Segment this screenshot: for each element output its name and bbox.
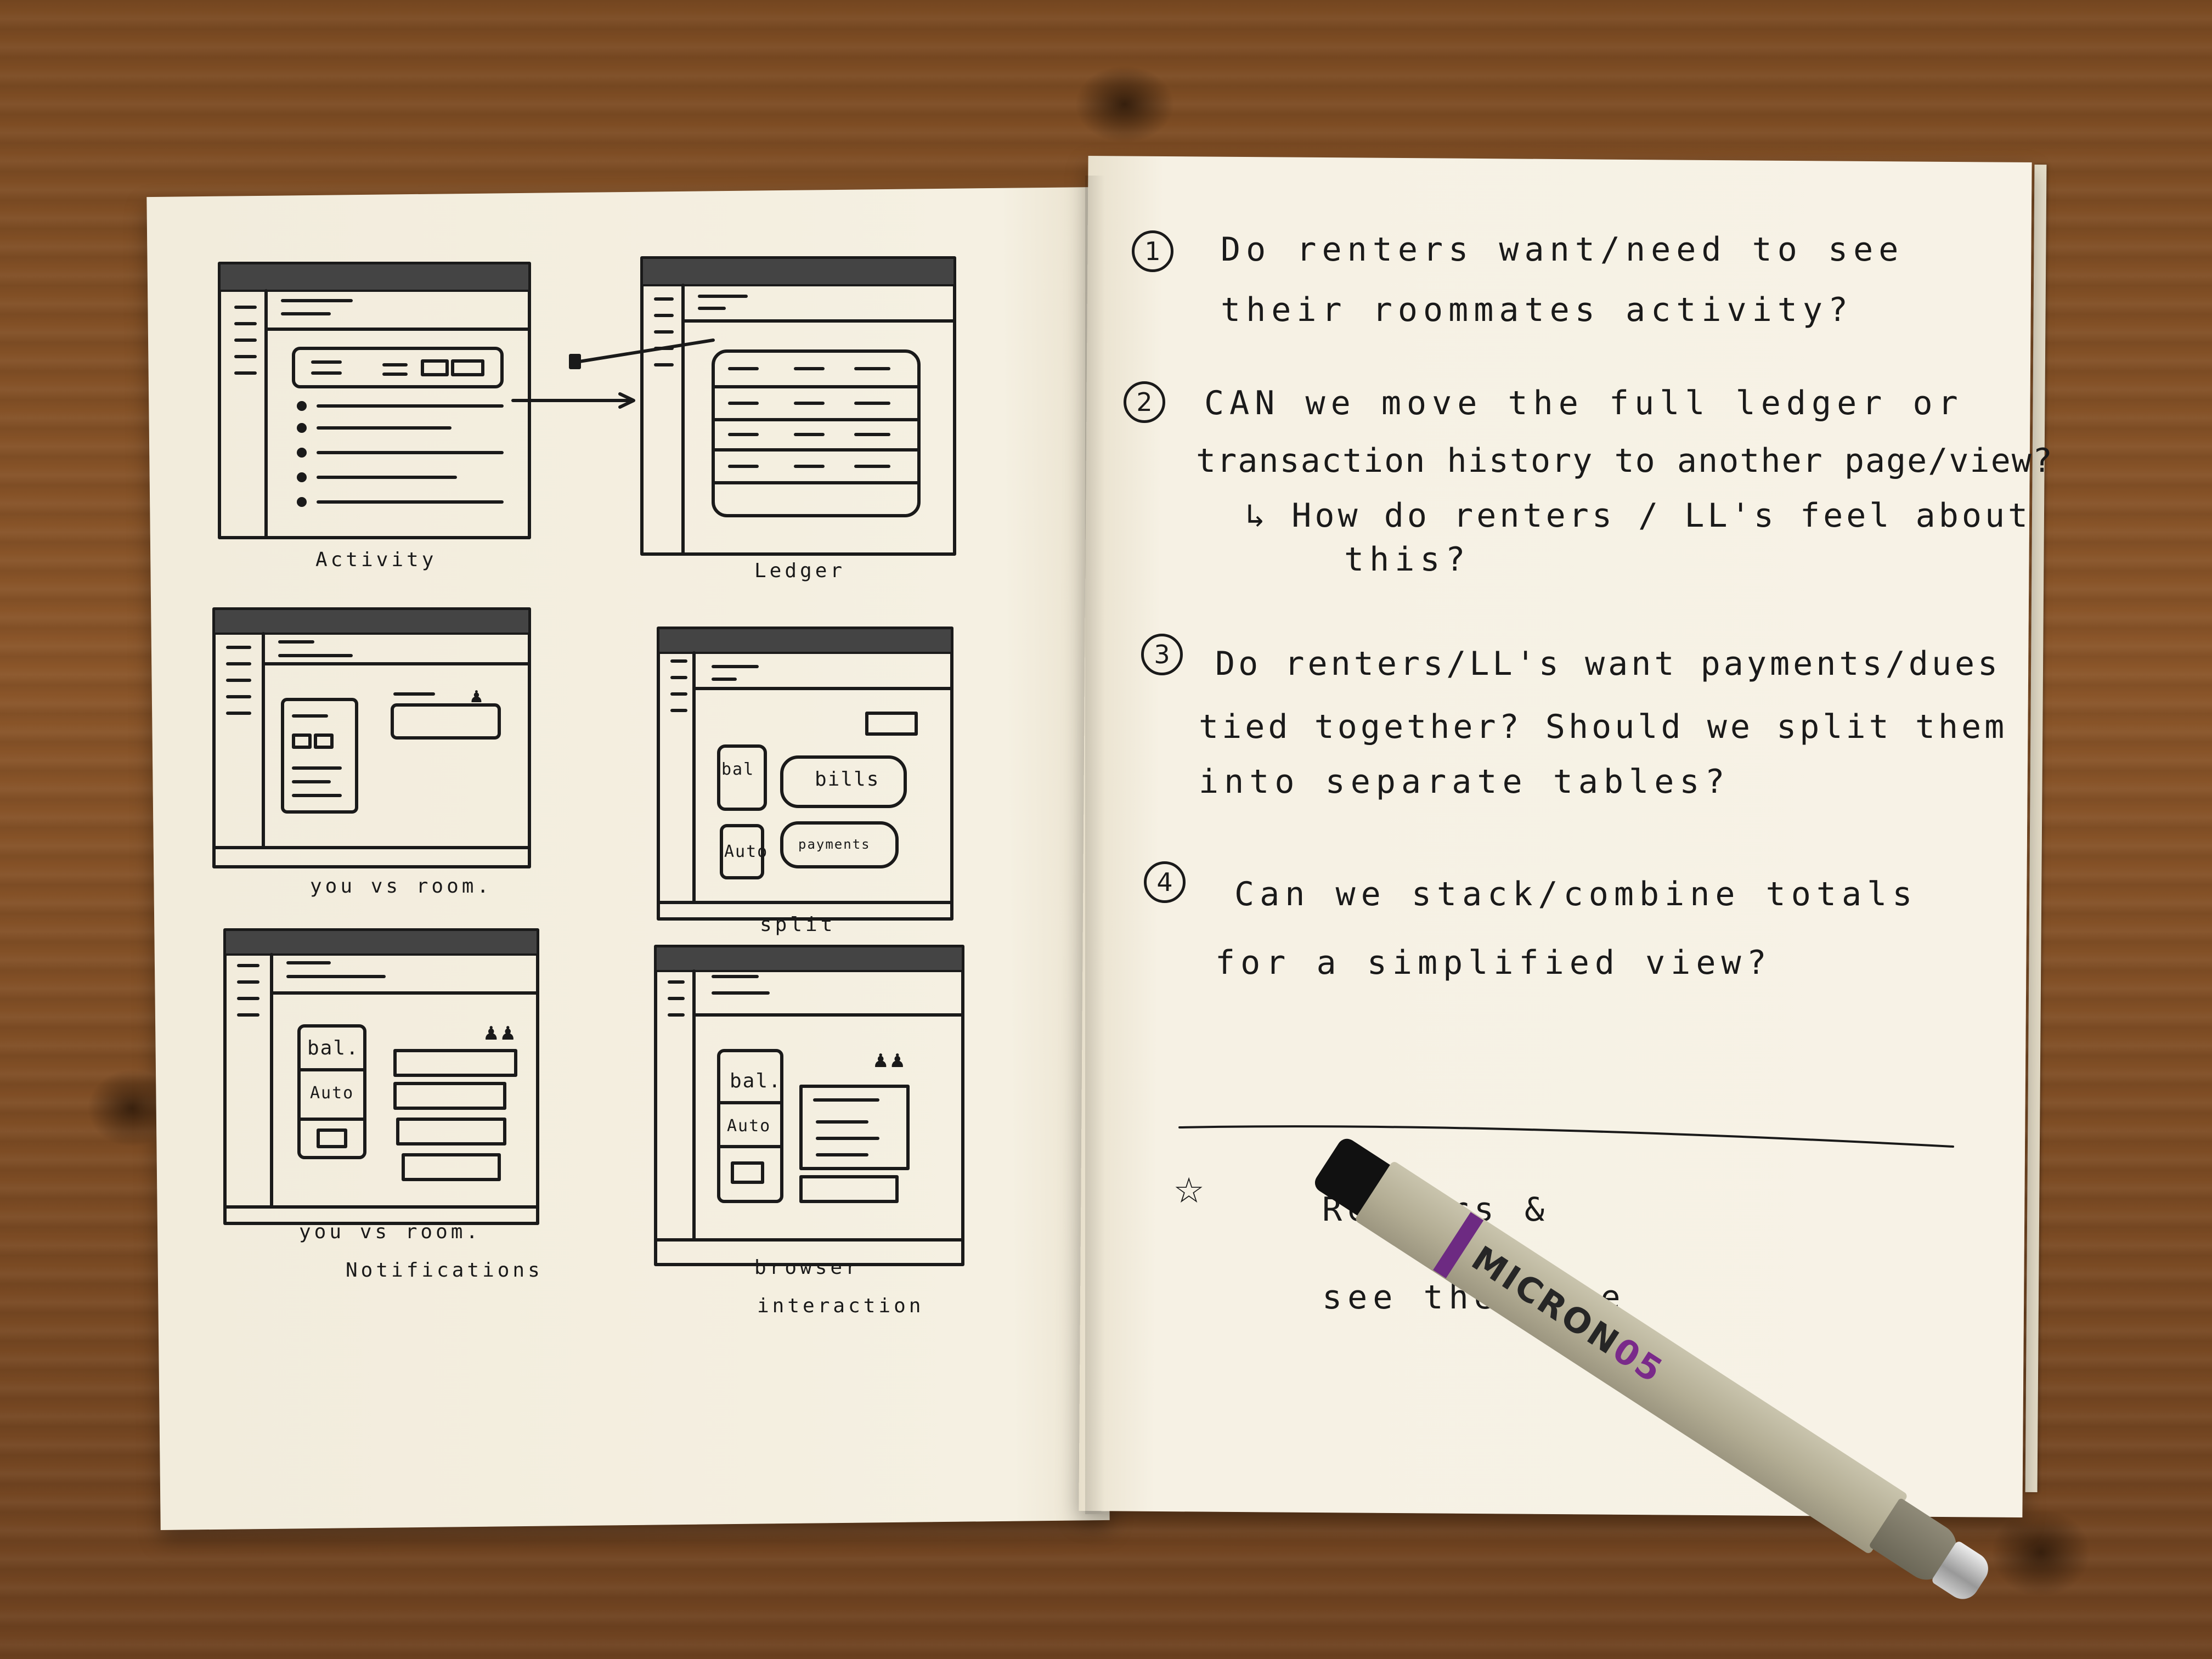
caption-ledger: Ledger bbox=[754, 560, 846, 582]
sketch-browser-bal: bal. bbox=[730, 1070, 782, 1092]
note-4-line-1: Can we stack/combine totals bbox=[1234, 875, 1918, 913]
sketch-split-payments: payments bbox=[798, 837, 871, 852]
note-2-line-2: transaction history to another page/view… bbox=[1196, 442, 2054, 480]
sketch-notif-auto: Auto bbox=[310, 1084, 354, 1103]
note-1-line-1: Do renters want/need to see bbox=[1221, 230, 1904, 269]
caption-browser-2: interaction bbox=[757, 1295, 924, 1317]
caption-notifications-1: you vs room. bbox=[299, 1221, 482, 1243]
sketch-split-bal: bal bbox=[721, 760, 755, 779]
note-number-1: 1 bbox=[1132, 230, 1173, 272]
sketch-split bbox=[657, 627, 953, 921]
caption-you-vs-room: you vs room. bbox=[310, 875, 493, 898]
notebook-gutter bbox=[1085, 176, 1105, 1514]
note-2-line-3: ↳ How do renters / LL's feel about bbox=[1245, 496, 2032, 535]
caption-notifications-2: Notifications bbox=[346, 1259, 543, 1282]
note-3-line-2: tied together? Should we split them bbox=[1199, 708, 2008, 746]
svg-text:♟: ♟ bbox=[469, 687, 484, 707]
sketch-ledger bbox=[569, 256, 956, 556]
sketch-browser-auto: Auto bbox=[727, 1116, 771, 1136]
star-icon: ☆ bbox=[1174, 1158, 1204, 1215]
note-2-line-4: this? bbox=[1344, 540, 1471, 579]
sketch-notifications: ♟♟ bbox=[223, 928, 539, 1225]
note-1-line-2: their roommates activity? bbox=[1221, 291, 1854, 329]
sketch-split-bills: bills bbox=[815, 768, 880, 791]
svg-text:♟♟: ♟♟ bbox=[483, 1023, 516, 1045]
note-number-4: 4 bbox=[1144, 861, 1186, 903]
divider-line bbox=[1178, 1125, 1954, 1148]
sketch-browser-interaction: ♟♟ bbox=[654, 945, 964, 1266]
note-3-line-1: Do renters/LL's want payments/dues bbox=[1215, 645, 2001, 683]
sketch-notif-bal: bal. bbox=[307, 1037, 359, 1059]
note-number-2: 2 bbox=[1124, 381, 1165, 423]
sketch-you-vs-room: ♟ bbox=[212, 607, 531, 868]
svg-text:♟♟: ♟♟ bbox=[872, 1050, 906, 1072]
caption-activity: Activity bbox=[315, 549, 437, 571]
note-2-line-1: CAN we move the full ledger or bbox=[1204, 384, 1963, 422]
caption-split: split bbox=[760, 913, 836, 936]
sketch-split-auto: Auto bbox=[724, 842, 769, 861]
note-number-3: 3 bbox=[1141, 634, 1183, 675]
note-4-line-2: for a simplified view? bbox=[1215, 944, 1772, 982]
caption-browser-1: browser bbox=[754, 1256, 861, 1279]
note-3-line-3: into separate tables? bbox=[1199, 763, 1730, 801]
sketch-activity bbox=[218, 262, 635, 539]
